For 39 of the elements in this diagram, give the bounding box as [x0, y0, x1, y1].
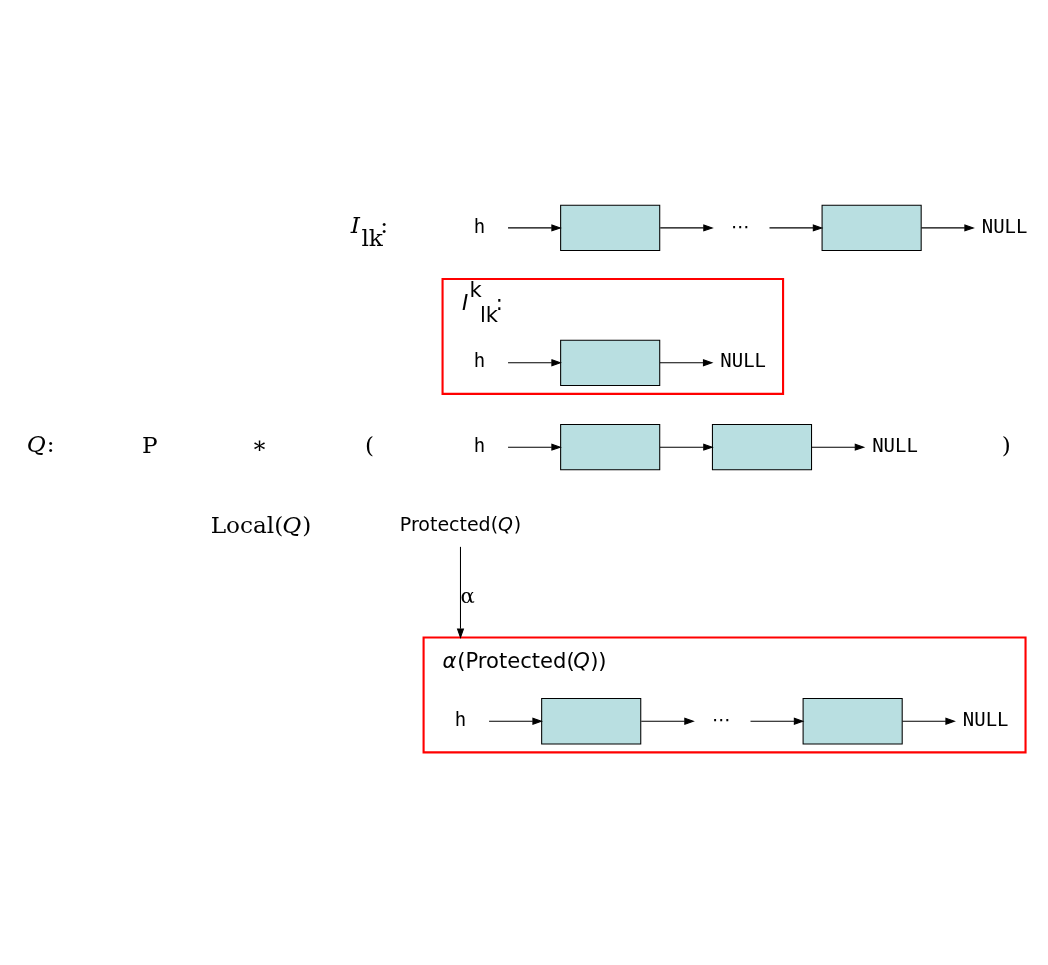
arrow [811, 442, 866, 451]
node-text: h [454, 707, 467, 730]
node-text: ⋯ [730, 214, 750, 237]
label: Q: [26, 429, 55, 457]
arrow [507, 358, 562, 366]
label: ( [365, 430, 375, 458]
node-box [560, 423, 661, 470]
node-text: h [473, 433, 486, 456]
label: ∗ [251, 430, 268, 458]
arrow [659, 442, 714, 451]
arrow [488, 717, 543, 725]
node-box [560, 204, 661, 251]
label: ) [1001, 430, 1011, 458]
node-box [560, 339, 661, 386]
arrow [507, 223, 562, 232]
node-text: Protected(Q) [399, 512, 522, 535]
node-box [821, 204, 922, 251]
arrow [456, 545, 465, 639]
node-text: NULL [720, 348, 767, 371]
node-text: NULL [962, 707, 1009, 730]
node-box [541, 697, 642, 744]
node-text: h [473, 348, 486, 371]
node-text: ⋯ [711, 707, 731, 730]
arrow [507, 442, 562, 451]
label: P [142, 430, 158, 458]
arrow [640, 717, 695, 725]
label: Local(Q) [210, 510, 312, 538]
arrow [659, 358, 714, 366]
arrow [659, 223, 714, 232]
node-box [711, 423, 813, 470]
node-text: NULL [872, 433, 918, 456]
arrow [920, 223, 975, 232]
node-box [802, 697, 903, 744]
node-text: NULL [981, 214, 1028, 237]
arrow [901, 717, 956, 725]
arrow [750, 717, 805, 725]
node-text: h [473, 214, 486, 237]
arrow [768, 223, 824, 232]
edge-label: α [460, 582, 475, 608]
